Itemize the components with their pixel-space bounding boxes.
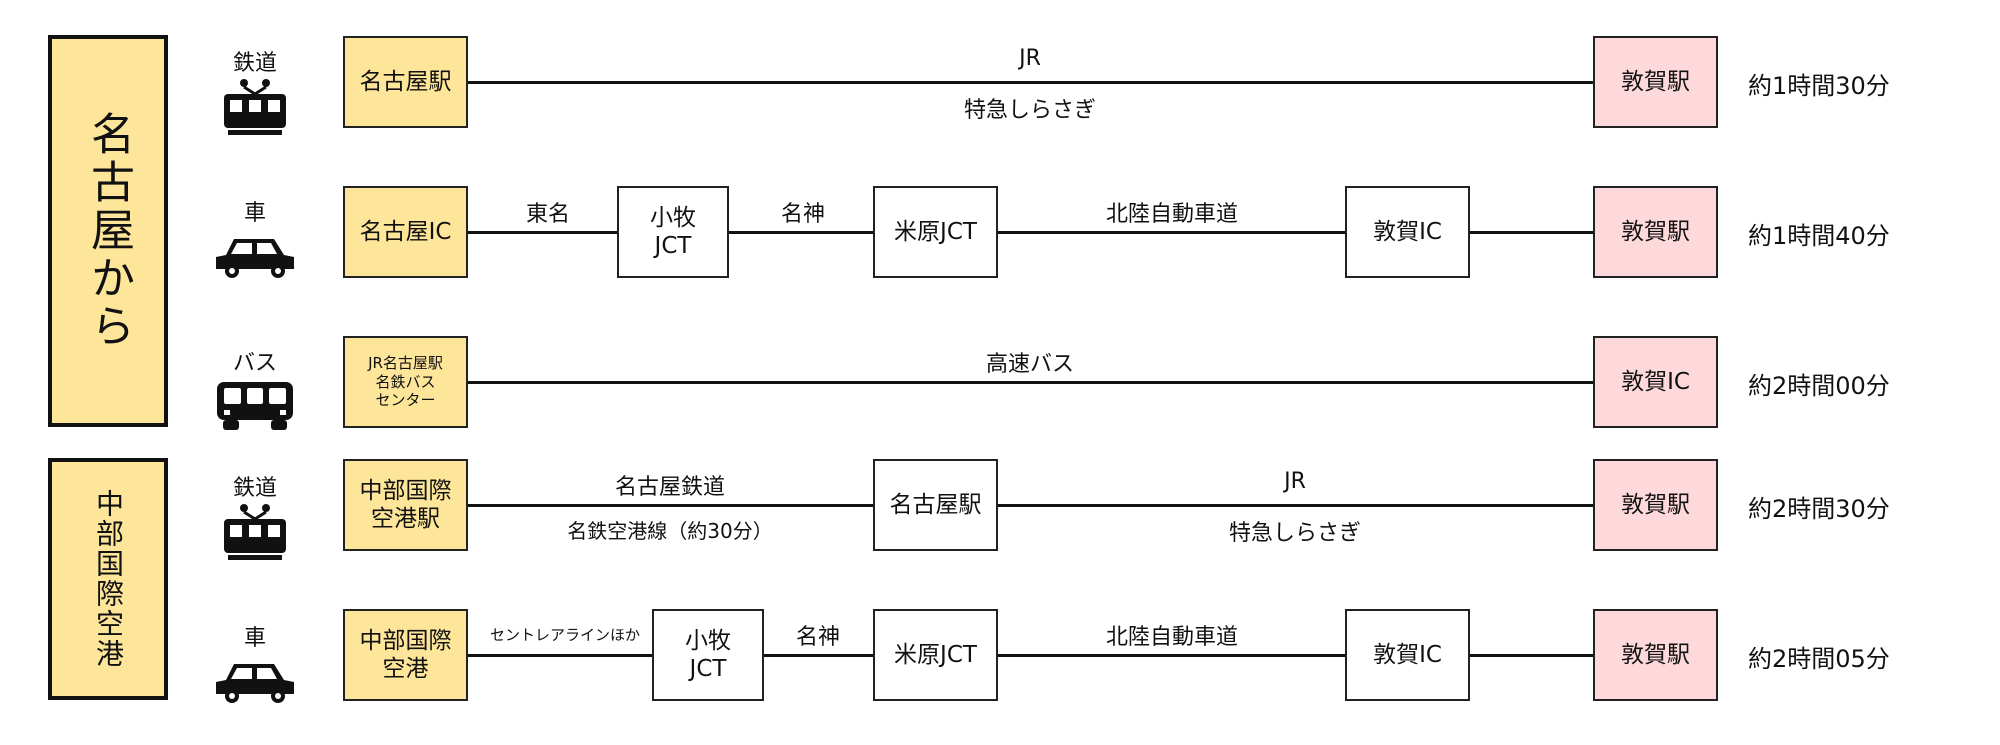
mode-label-train-2: 鉄道 <box>232 476 277 501</box>
route-4-to-box: 敦賀駅 <box>1593 609 1718 701</box>
route-3-mid-box: 名古屋駅 <box>873 459 998 551</box>
route-4-jct1-box: 小牧 JCT <box>652 609 764 701</box>
route-3-line <box>468 504 1593 507</box>
route-1-time: 約1時間40分 <box>1748 222 1890 250</box>
route-4-jct2-box: 米原JCT <box>873 609 998 701</box>
route-2-time: 約2時間00分 <box>1748 372 1890 400</box>
route-3-seg2-label-top: JR <box>1284 469 1306 494</box>
route-4-from-box: 中部国際 空港 <box>343 609 468 701</box>
route-3-to-box: 敦賀駅 <box>1593 459 1718 551</box>
route-0-line-label-top: JR <box>1019 46 1041 71</box>
route-4-seg1-label: セントレアラインほか <box>489 626 641 644</box>
route-1-jct2-box: 米原JCT <box>873 186 998 278</box>
route-3-seg1-label-top: 名古屋鉄道 <box>614 475 726 500</box>
mode-label-train: 鉄道 <box>232 51 277 76</box>
mode-label-bus: バス <box>232 351 277 376</box>
route-1-seg1-label: 東名 <box>525 202 571 227</box>
route-3-seg1-label-bottom: 名鉄空港線（約30分） <box>567 519 773 543</box>
route-0-line <box>468 81 1593 84</box>
route-1-to-box: 敦賀駅 <box>1593 186 1718 278</box>
route-4-exit-box: 敦賀IC <box>1345 609 1470 701</box>
train-icon <box>210 500 300 562</box>
route-4-time: 約2時間05分 <box>1748 645 1890 673</box>
route-1-seg3-label: 北陸自動車道 <box>1105 202 1239 227</box>
car-icon <box>210 650 300 712</box>
route-1-from-box: 名古屋IC <box>343 186 468 278</box>
route-3-from-box: 中部国際 空港駅 <box>343 459 468 551</box>
route-1-line <box>468 231 1593 234</box>
route-0-line-label-bottom: 特急しらさぎ <box>963 98 1097 123</box>
route-2-to-box: 敦賀IC <box>1593 336 1718 428</box>
route-3-time: 約2時間30分 <box>1748 495 1890 523</box>
bus-icon <box>210 375 300 437</box>
route-1-seg2-label: 名神 <box>780 202 826 227</box>
origin-nagoya-label: 名古屋から <box>48 35 168 427</box>
mode-label-car-2: 車 <box>243 626 266 651</box>
route-1-jct1-box: 小牧 JCT <box>617 186 729 278</box>
mode-label-car: 車 <box>243 201 266 226</box>
route-4-seg2-label: 名神 <box>795 625 841 650</box>
route-2-line-label-top: 高速バス <box>985 352 1075 377</box>
route-0-from-box: 名古屋駅 <box>343 36 468 128</box>
route-0-to-box: 敦賀駅 <box>1593 36 1718 128</box>
route-0-time: 約1時間30分 <box>1748 72 1890 100</box>
origin-centrair-label: 中部国際空港 <box>48 458 168 700</box>
route-1-exit-box: 敦賀IC <box>1345 186 1470 278</box>
route-4-line <box>468 654 1593 657</box>
route-2-from-box: JR名古屋駅 名鉄バス センター <box>343 336 468 428</box>
route-4-seg3-label: 北陸自動車道 <box>1105 625 1239 650</box>
route-2-line <box>468 381 1593 384</box>
train-icon <box>210 75 300 137</box>
route-3-seg2-label-bottom: 特急しらさぎ <box>1228 521 1362 546</box>
car-icon <box>210 225 300 287</box>
